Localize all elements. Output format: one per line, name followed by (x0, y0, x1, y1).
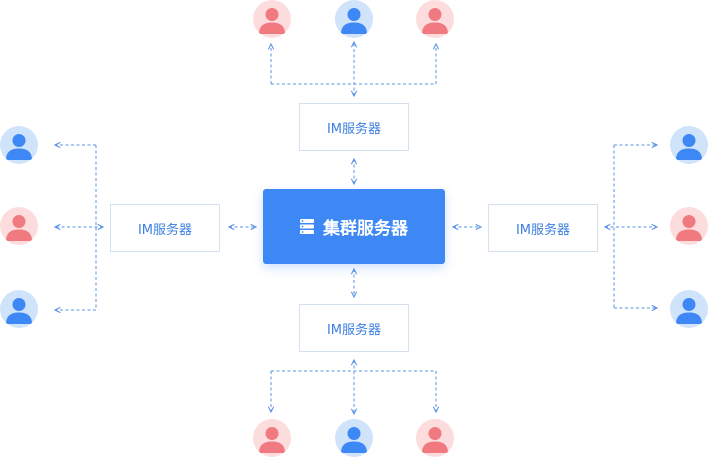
im-server-right-label: IM服务器 (515, 222, 571, 238)
user-right-3-icon (670, 290, 708, 328)
user-right-1-icon (670, 126, 708, 164)
user-bottom-2-icon (335, 419, 373, 457)
user-left-1-icon (0, 126, 38, 164)
server-icon (300, 219, 314, 234)
user-top-2-icon (335, 0, 373, 38)
user-top-1-icon (253, 0, 291, 38)
user-right-2-icon (670, 207, 708, 245)
cluster-server: 集群服务器 (263, 189, 445, 264)
cluster-server-label: 集群服务器 (323, 219, 408, 239)
im-server-bottom-label: IM服务器 (326, 322, 382, 338)
user-left-2-icon (0, 207, 38, 245)
user-bottom-3-icon (416, 419, 454, 457)
im-server-top: IM服务器 (299, 103, 409, 151)
user-bottom-1-icon (253, 419, 291, 457)
im-server-left-label: IM服务器 (137, 222, 193, 238)
user-left-3-icon (0, 290, 38, 328)
user-top-3-icon (416, 0, 454, 38)
im-server-bottom: IM服务器 (299, 304, 409, 352)
im-server-top-label: IM服务器 (326, 121, 382, 137)
im-server-right: IM服务器 (488, 204, 598, 252)
im-server-left: IM服务器 (110, 204, 220, 252)
